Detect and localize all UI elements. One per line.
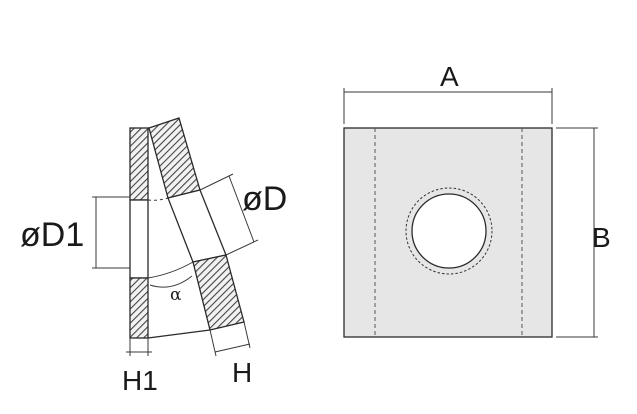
hole-outer-dashed-circle xyxy=(405,187,493,275)
label-h1: H1 xyxy=(122,365,158,396)
alpha-arc xyxy=(149,275,193,288)
label-h: H xyxy=(232,357,252,388)
sleeve-opening xyxy=(167,189,227,263)
d-extension-top xyxy=(199,173,234,191)
label-alpha: α xyxy=(170,285,182,305)
h-extension-right xyxy=(243,321,251,349)
label-b: B xyxy=(592,222,611,253)
sleeve-join-line-bottom xyxy=(147,329,211,339)
wall-plate-upper xyxy=(129,127,149,201)
front-plate-view: A B xyxy=(343,61,611,338)
d-extension-bottom xyxy=(225,239,259,256)
label-a: A xyxy=(440,61,459,92)
label-d1: øD1 xyxy=(20,216,84,254)
label-d: øD xyxy=(242,180,287,218)
side-section-view: øD1 øD α H1 H xyxy=(20,117,287,396)
center-hole xyxy=(411,193,487,269)
axis-curve-top xyxy=(147,197,169,201)
d-dimension-line xyxy=(228,175,255,243)
wall-plate-lower xyxy=(129,277,149,339)
axis-curve-bottom xyxy=(147,261,194,279)
h-dimension-line xyxy=(214,343,251,353)
sleeve-upper-section xyxy=(148,117,201,199)
sleeve-lower-section xyxy=(192,254,245,331)
wall-plate-opening xyxy=(129,199,149,279)
